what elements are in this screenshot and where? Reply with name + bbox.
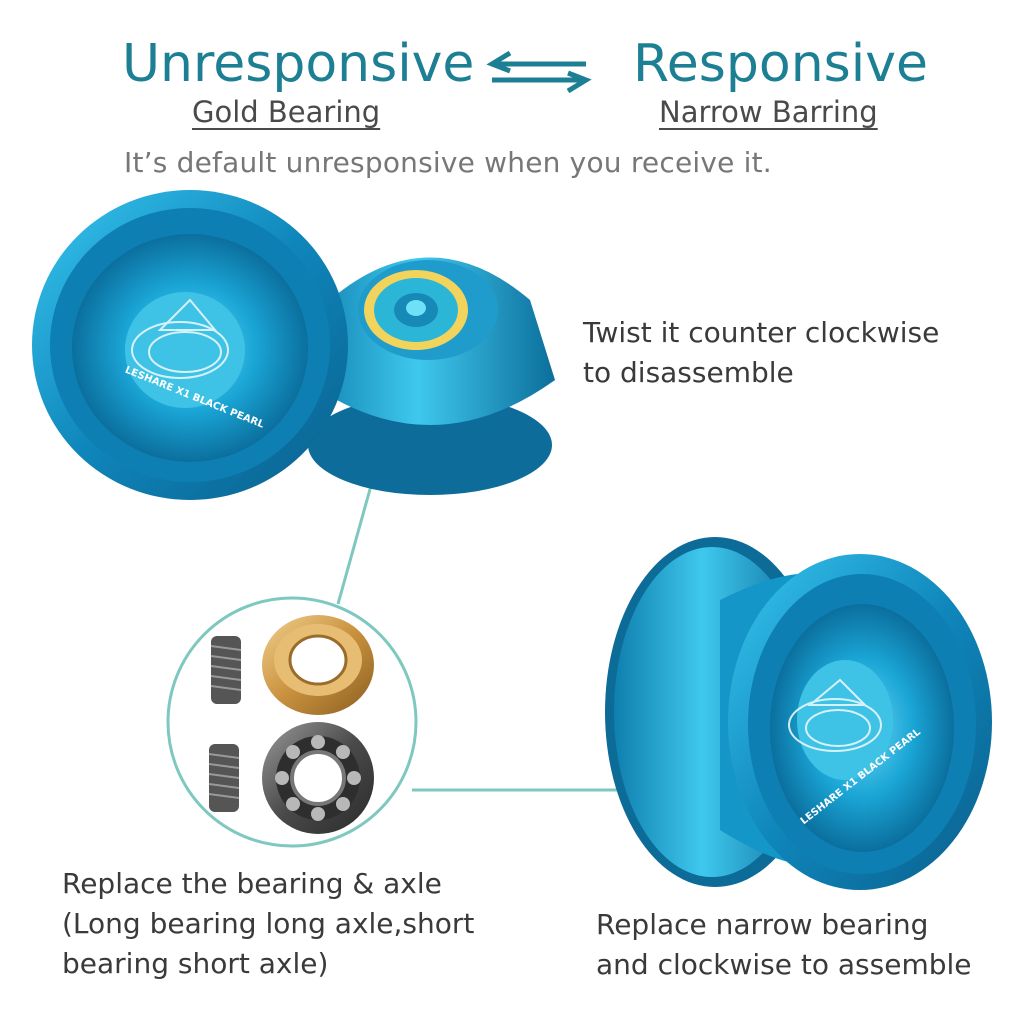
bearing-parts-circle: [166, 596, 418, 848]
yoyo-assembled: LESHARE X1 BLACK PEARL: [605, 537, 992, 890]
gold-bearing: [262, 615, 374, 715]
exchange-arrows-icon: [486, 50, 592, 94]
yoyo-half-front: LESHARE X1 BLACK PEARL: [32, 190, 348, 500]
unresponsive-title: Unresponsive: [122, 34, 475, 94]
disassemble-caption-line-1: Twist it counter clockwise: [583, 316, 940, 349]
gold-bearing-subtitle: Gold Bearing: [192, 95, 381, 129]
replace-bearing-caption: Replace the bearing & axle (Long bearing…: [62, 864, 474, 984]
narrow-bearing-subtitle: Narrow Barring: [659, 95, 878, 129]
axle-short: [208, 744, 240, 812]
default-note: It’s default unresponsive when you recei…: [124, 146, 772, 179]
assemble-caption-line-1: Replace narrow bearing: [596, 908, 929, 941]
narrow-steel-bearing: [262, 722, 374, 834]
disassemble-caption-line-2: to disassemble: [583, 356, 794, 389]
yoyo-half-back: [305, 257, 555, 495]
replace-bearing-caption-line-2: (Long bearing long axle,short: [62, 907, 475, 940]
axle-long: [210, 636, 242, 704]
responsive-title: Responsive: [633, 34, 928, 94]
replace-bearing-caption-line-1: Replace the bearing & axle: [62, 867, 442, 900]
disassemble-caption: Twist it counter clockwise to disassembl…: [583, 313, 939, 393]
assemble-caption: Replace narrow bearing and clockwise to …: [596, 905, 972, 985]
replace-bearing-caption-line-3: bearing short axle): [62, 947, 329, 980]
assemble-caption-line-2: and clockwise to assemble: [596, 948, 972, 981]
